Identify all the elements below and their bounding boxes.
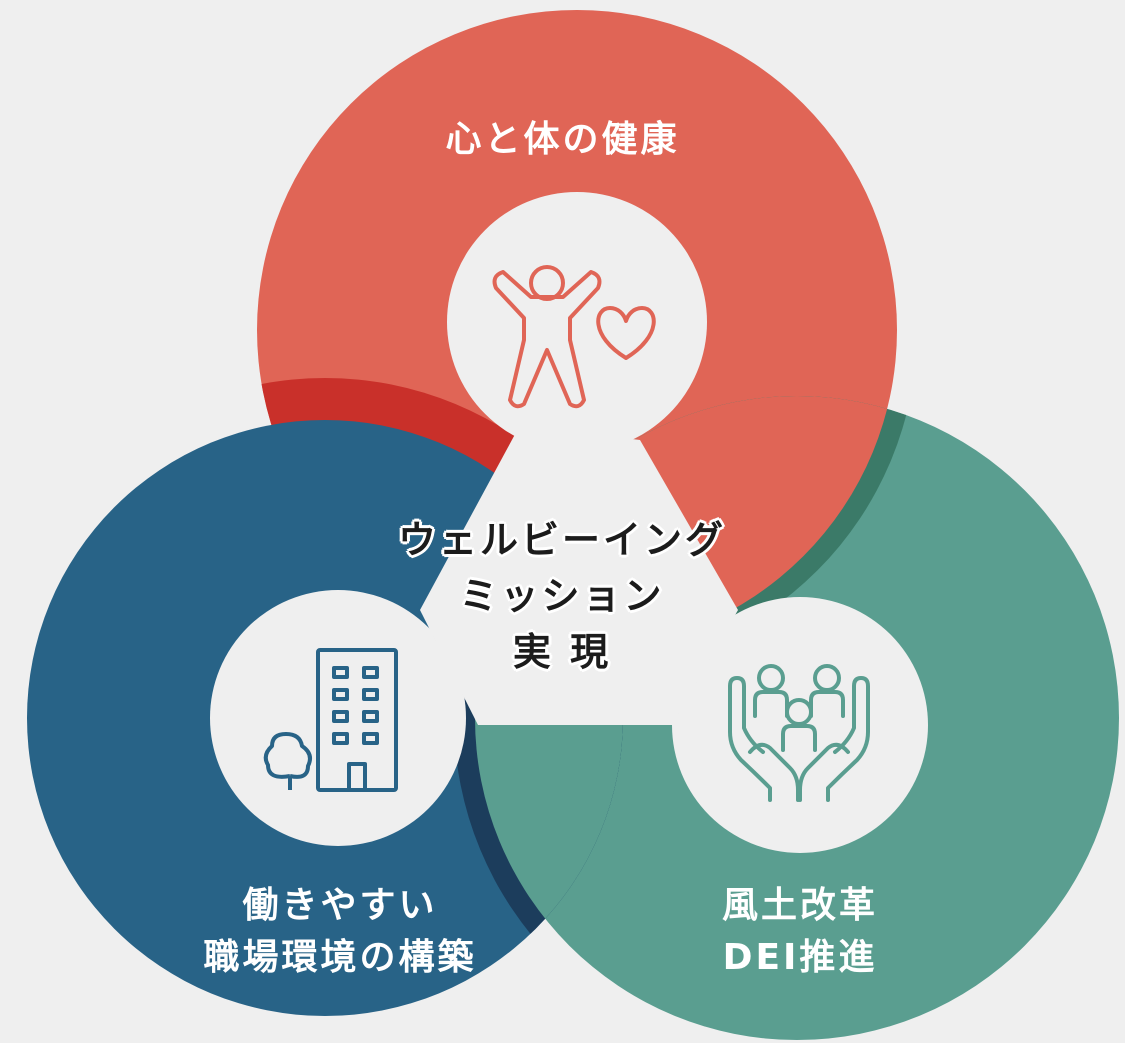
center-title-line-3: 実 現 [512,630,612,675]
culture-label: 風土改革 DEI推進 [600,880,1000,984]
culture-label-line-2: DEI推進 [722,937,878,979]
person-heart-icon [492,265,656,409]
health-label: 心と体の健康 [0,114,1125,166]
center-region [210,192,928,853]
workplace-label: 働きやすい 職場環境の構築 [140,880,540,984]
center-title-line-1: ウェルビーイング [397,518,726,562]
workplace-label-line-2: 職場環境の構築 [203,937,477,979]
building-tree-icon [263,648,398,792]
center-title: ウェルビーイング ミッション 実 現 [362,512,762,681]
people-hands-icon [728,664,870,802]
workplace-label-line-1: 働きやすい [242,885,438,926]
health-label-line: 心と体の健康 [445,119,680,160]
health-over-culture-region [475,396,897,650]
center-title-line-2: ミッション [459,574,665,619]
culture-label-line-1: 風土改革 [721,885,878,926]
